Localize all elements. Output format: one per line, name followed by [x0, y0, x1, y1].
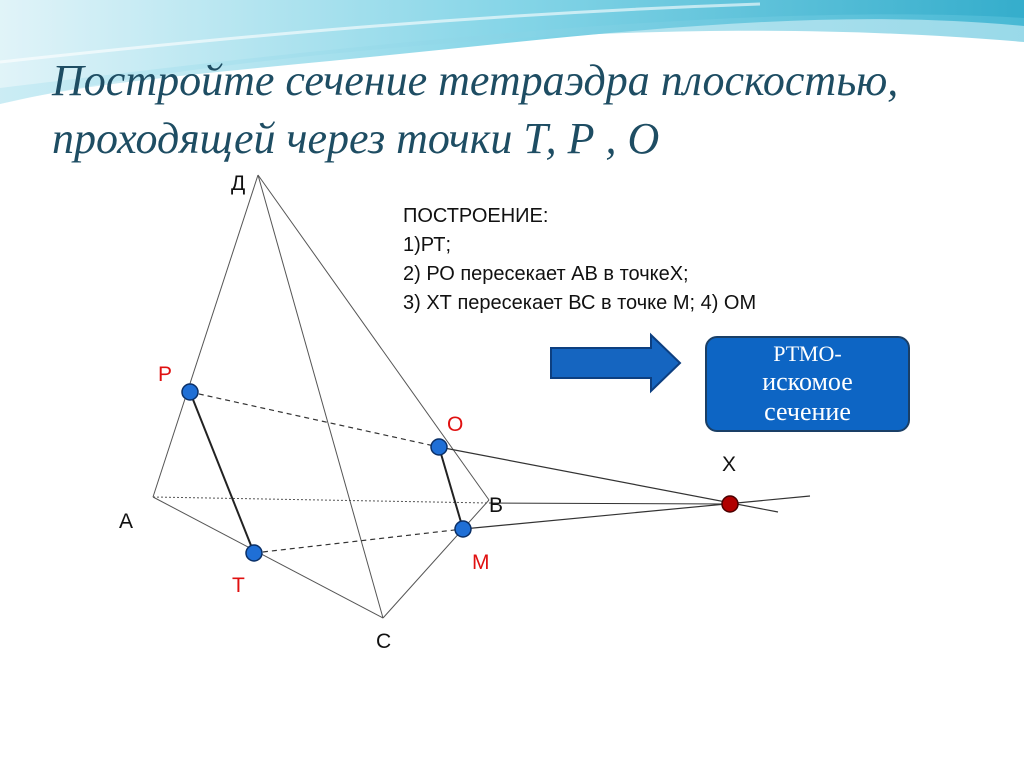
point-p	[181, 383, 199, 401]
slide-title: Постройте сечение тетраэдра плоскостью, …	[52, 52, 992, 168]
segment-tm	[253, 528, 464, 554]
label-x: Х	[722, 453, 736, 476]
segment-po	[189, 391, 440, 448]
construction-heading: ПОСТРОЕНИЕ:	[403, 205, 549, 227]
arrow-right-icon	[550, 332, 682, 394]
label-a: А	[119, 510, 133, 533]
edge-db	[257, 174, 490, 501]
line-ab-extension	[488, 502, 731, 505]
line-ox	[438, 446, 779, 513]
result-line-3: сечение	[764, 397, 851, 426]
point-x	[721, 495, 739, 513]
edge-dc	[257, 174, 384, 619]
edge-bc	[382, 499, 490, 619]
drawing-area	[151, 172, 489, 624]
point-t	[245, 544, 263, 562]
point-m	[454, 520, 472, 538]
label-p: Р	[158, 363, 172, 386]
label-b: В	[489, 494, 503, 517]
edge-ac	[152, 496, 384, 619]
result-box: РТМО- искомое сечение	[705, 336, 910, 432]
segment-om	[438, 446, 464, 530]
result-line-2: искомое	[762, 367, 853, 396]
line-mx	[462, 495, 811, 530]
label-m: М	[472, 551, 490, 574]
label-c: С	[376, 630, 391, 653]
label-o: О	[447, 413, 463, 436]
title-line-1: Постройте сечение тетраэдра плоскостью,	[52, 56, 899, 105]
label-d: Д	[231, 172, 245, 195]
construction-step-2: 2) РО пересекает АВ в точкеХ;	[403, 263, 689, 285]
segment-pt	[189, 391, 255, 554]
construction-steps: ПОСТРОЕНИЕ: 1)РТ; 2) РО пересекает АВ в …	[403, 202, 756, 318]
construction-step-3: 3) ХТ пересекает ВС в точке М; 4) ОМ	[403, 292, 757, 314]
title-line-2: проходящей через точки Т, Р , О	[52, 114, 660, 163]
result-line-1: РТМО-	[773, 341, 842, 366]
construction-step-1: 1)РТ;	[403, 234, 451, 256]
label-t: Т	[232, 574, 245, 597]
point-o	[430, 438, 448, 456]
edge-da	[152, 174, 259, 498]
edge-ab-hidden	[152, 496, 490, 504]
